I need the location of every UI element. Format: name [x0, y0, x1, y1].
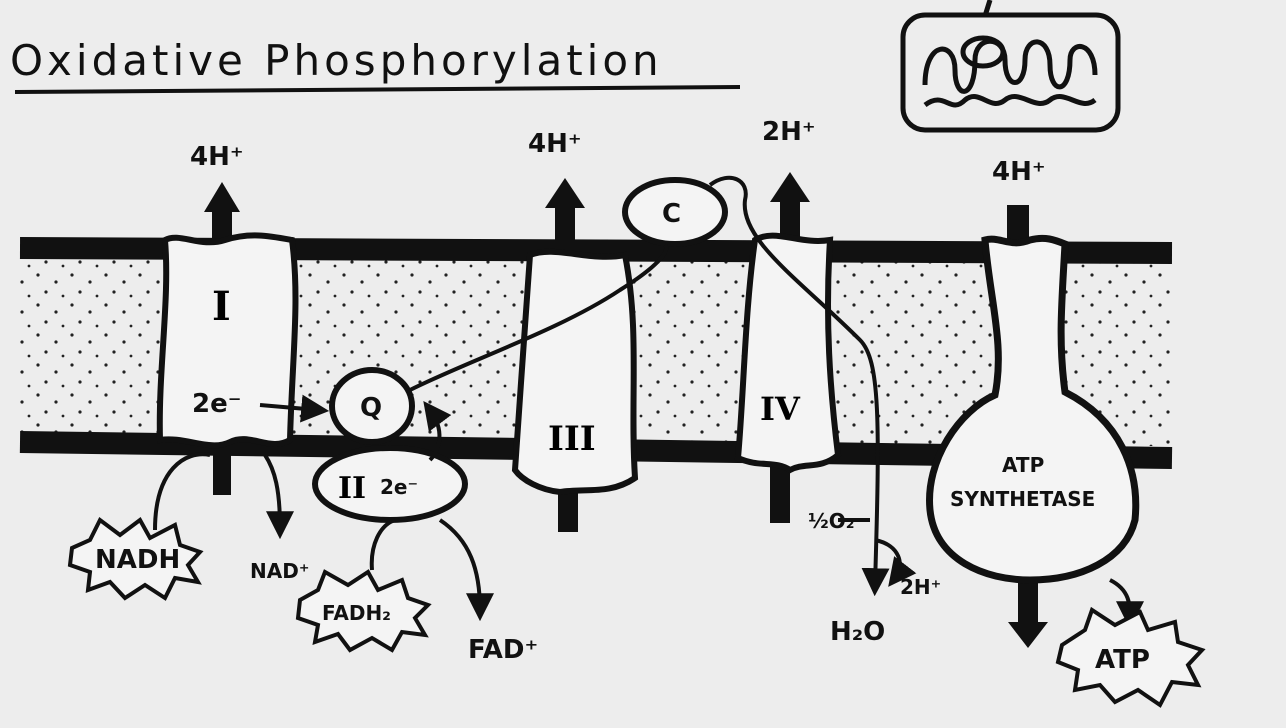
atp-proton-label: 4H⁺: [992, 157, 1046, 187]
water-proton-label: 2H⁺: [900, 575, 941, 599]
nad-label: NAD⁺: [250, 559, 309, 583]
title-underline: [14, 85, 741, 94]
complex-ii: II 2e⁻: [312, 445, 468, 523]
complex-i-label: I: [212, 283, 231, 330]
mitochondrion-icon: [900, 0, 1121, 133]
half-o2-label: ½O₂: [808, 509, 854, 533]
atp-synthetase-line2: SYNTHETASE: [950, 487, 1095, 511]
complex-iii: III: [511, 248, 639, 496]
ubiquinone-q: Q: [329, 367, 415, 445]
complex-iv-label: IV: [760, 390, 801, 428]
fad-label: FAD⁺: [468, 635, 538, 665]
atp-label: ATP: [1095, 645, 1150, 675]
complex-ii-electrons: 2e⁻: [380, 475, 418, 499]
atp-burst: ATP: [1055, 606, 1206, 708]
fadh2-label: FADH₂: [322, 601, 391, 625]
h2o-label: H₂O: [830, 617, 885, 647]
complex-i: I 2e⁻: [156, 232, 299, 449]
c3-proton-label: 4H⁺: [528, 129, 582, 159]
nadh-burst: NADH: [67, 516, 204, 601]
complex-ii-label: II: [338, 471, 366, 506]
page-corner: [1272, 714, 1286, 728]
complex-iii-label: III: [548, 419, 596, 459]
page-title: Oxidative Phosphorylation: [10, 36, 663, 85]
fadh2-burst: FADH₂: [295, 569, 432, 653]
atp-synthetase-line1: ATP: [1002, 453, 1044, 477]
electron-path: [259, 175, 917, 597]
nadh-label: NADH: [95, 545, 180, 575]
cytochrome-c: C: [622, 177, 728, 247]
atp-synthetase: ATP SYNTHETASE: [926, 234, 1140, 584]
c-label: C: [662, 199, 681, 229]
complex-i-electrons: 2e⁻: [192, 389, 241, 419]
c4-proton-label: 2H⁺: [762, 117, 816, 147]
q-label: Q: [360, 393, 382, 423]
substrate-arrows: [153, 452, 1144, 630]
c1-proton-label: 4H⁺: [190, 142, 244, 172]
